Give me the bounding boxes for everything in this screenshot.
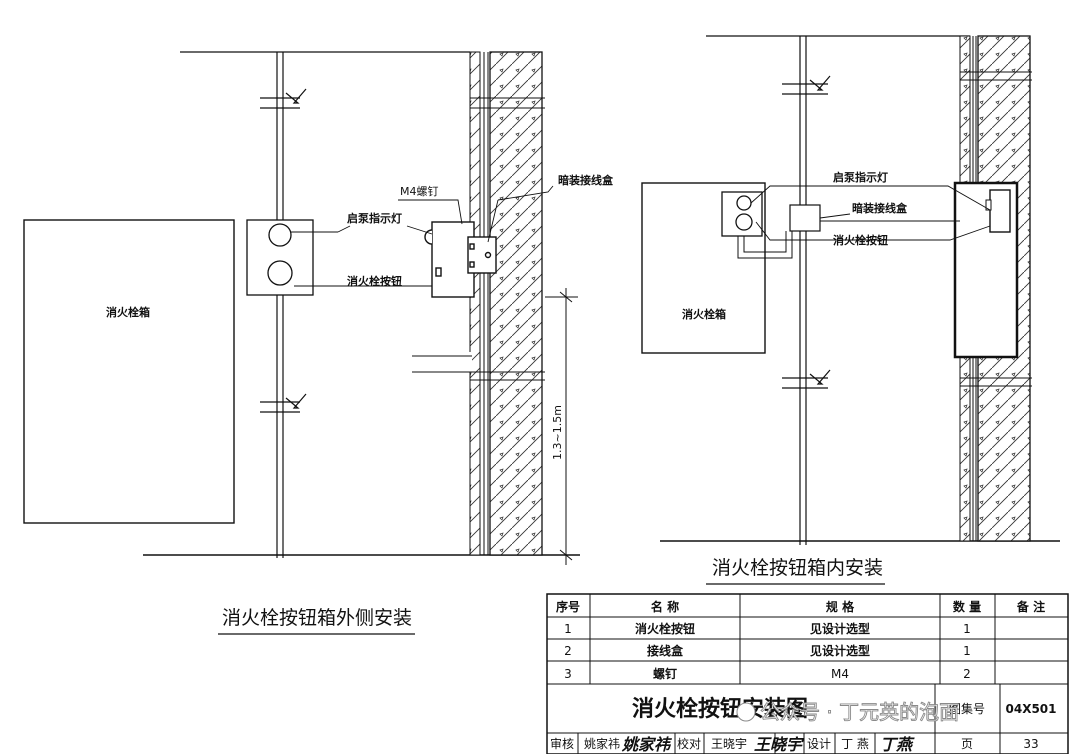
right-pipe xyxy=(782,36,831,545)
left-screw-label: M4螺钉 xyxy=(400,185,439,198)
designer-signature: 丁燕 xyxy=(880,735,915,754)
left-hydrant-box-label: 消火栓箱 xyxy=(106,305,150,319)
table-row-3-no: 3 xyxy=(564,667,572,681)
design-label: 设计 xyxy=(807,737,831,751)
review-label: 审核 xyxy=(550,736,574,751)
right-button-label: 消火栓按钮 xyxy=(833,233,888,247)
table-row-1-spec: 见设计选型 xyxy=(810,621,870,636)
checker-name: 王晓宇 xyxy=(711,737,747,751)
right-junction-box-label: 暗装接线盒 xyxy=(852,201,908,215)
check-label: 校对 xyxy=(677,736,701,751)
header-note: 备 注 xyxy=(1016,599,1045,614)
reviewer-name: 姚家祎 xyxy=(584,736,620,751)
page-number: 33 xyxy=(1023,737,1038,751)
drawing-title: 消火栓按钮安装图 xyxy=(632,696,808,722)
height-dimension-label: 1.3~1.5m xyxy=(551,405,564,460)
watermark-text: 公众号 · 丁元英的泡面 xyxy=(760,700,959,724)
left-pipe xyxy=(260,52,307,558)
left-button-label: 消火栓按钮 xyxy=(347,274,402,288)
table-row-2-no: 2 xyxy=(564,644,572,658)
right-recessed-box xyxy=(953,181,1019,359)
watermark: 公众号 · 丁元英的泡面 xyxy=(736,700,960,724)
table-row-1-no: 1 xyxy=(564,622,572,636)
table-row-2-name: 接线盒 xyxy=(647,643,684,658)
header-name: 名 称 xyxy=(651,599,679,614)
right-junction-box xyxy=(789,204,821,232)
atlas-label: 图集号 xyxy=(949,701,985,716)
right-caption: 消火栓按钮箱内安装 xyxy=(712,557,883,579)
checker-signature: 王晓宇 xyxy=(754,735,805,754)
atlas-number: 04X501 xyxy=(1006,702,1057,716)
table-row-2-qty: 1 xyxy=(963,644,971,658)
left-hydrant-box xyxy=(23,219,235,524)
right-conduit xyxy=(737,231,793,259)
header-spec: 规 格 xyxy=(826,599,855,614)
left-junction-box-label: 暗装接线盒 xyxy=(558,173,614,187)
page-label: 页 xyxy=(961,737,973,751)
reviewer-signature: 姚家祎 xyxy=(621,735,673,754)
table-row-3-name: 螺钉 xyxy=(653,666,677,681)
right-indicator-label: 启泵指示灯 xyxy=(833,170,888,184)
left-caption: 消火栓按钮箱外侧安装 xyxy=(222,607,412,629)
table-row-2-spec: 见设计选型 xyxy=(810,643,870,658)
header-qty: 数 量 xyxy=(953,599,981,614)
table-row-1-name: 消火栓按钮 xyxy=(635,621,695,636)
left-indicator-label: 启泵指示灯 xyxy=(347,211,402,225)
table-row-1-qty: 1 xyxy=(963,622,971,636)
left-button-panel xyxy=(246,219,314,296)
left-button-side-view xyxy=(424,221,497,298)
parts-table: 序号 名 称 规 格 数 量 备 注 1 消火栓按钮 见设计选型 1 2 接线盒… xyxy=(546,593,1069,754)
table-row-3-qty: 2 xyxy=(963,667,971,681)
header-no: 序号 xyxy=(556,599,580,614)
right-view: 消火栓箱 启泵指示灯 暗装接线盒 消火栓按钮 消火栓按钮箱内安装 xyxy=(641,35,1060,585)
left-view: 消火栓箱 M4螺钉 启泵指示灯 消火栓按 xyxy=(23,51,614,635)
designer-name: 丁 燕 xyxy=(841,737,869,751)
left-wall xyxy=(412,51,545,556)
table-row-3-spec: M4 xyxy=(831,667,849,681)
height-dimension xyxy=(545,288,578,565)
right-hydrant-box-label: 消火栓箱 xyxy=(682,307,726,321)
